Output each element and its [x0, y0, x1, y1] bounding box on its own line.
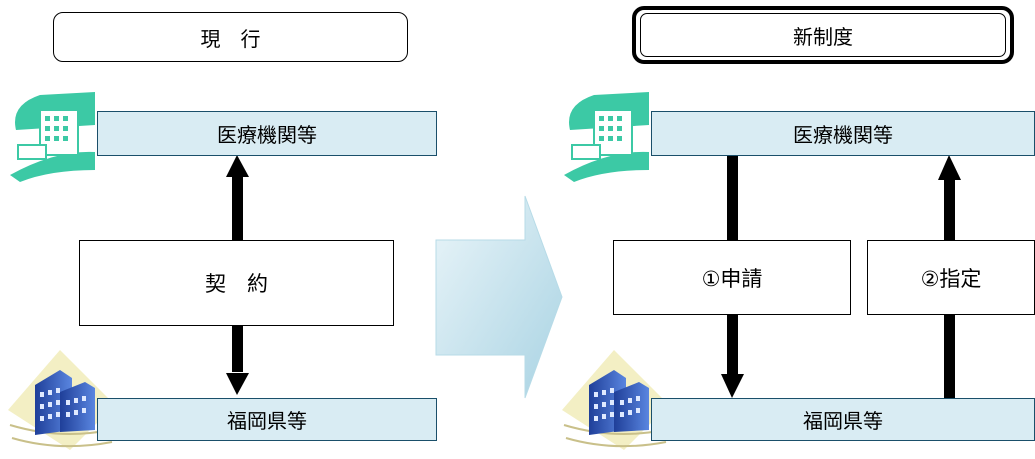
designation-box: ②指定 — [867, 240, 1035, 315]
new-title: 新制度 — [640, 13, 1006, 57]
new-medical-bar: 医療機関等 — [651, 111, 1035, 156]
hospital-icon — [10, 92, 95, 182]
current-medical-bar: 医療機関等 — [97, 111, 437, 156]
current-title: 現 行 — [53, 12, 408, 62]
office-building-icon — [562, 350, 669, 450]
current-contract-box: 契 約 — [79, 240, 394, 326]
application-box: ①申請 — [613, 240, 851, 315]
right-arrow-icon — [435, 195, 563, 399]
new-prefecture-bar: 福岡県等 — [651, 398, 1035, 441]
hospital-icon — [564, 92, 649, 182]
office-building-icon — [8, 350, 115, 450]
current-prefecture-bar: 福岡県等 — [97, 398, 437, 441]
